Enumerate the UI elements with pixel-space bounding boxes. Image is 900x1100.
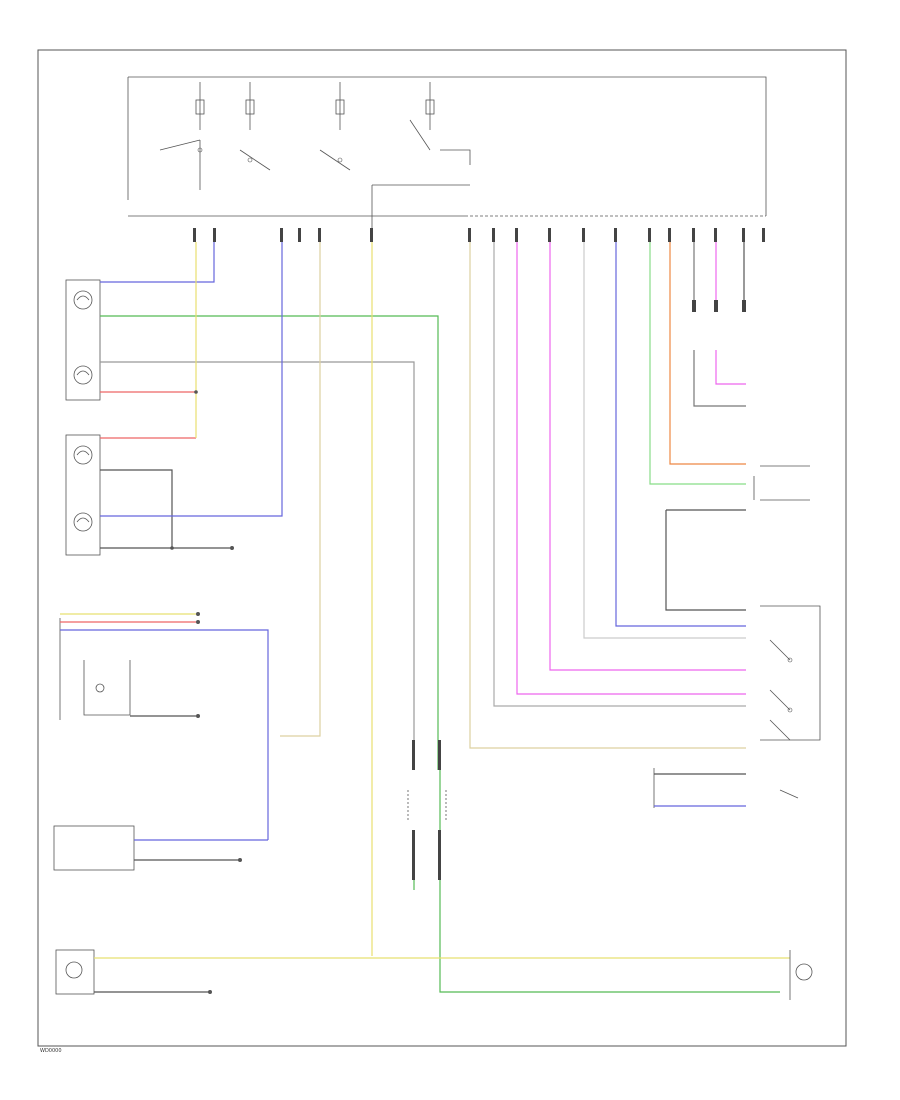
center-junction — [371, 242, 780, 993]
power-distribution-block — [127, 76, 767, 240]
diagram-frame — [37, 49, 847, 1047]
headlamp-switch — [665, 509, 821, 741]
switch-feed-wires — [469, 242, 746, 749]
right-headlamp — [65, 434, 101, 556]
headlamp-wires — [100, 242, 439, 770]
light-sensor-module — [53, 825, 268, 871]
ground-symbols — [196, 546, 242, 994]
park-lamp-switch — [653, 465, 810, 808]
connector-pins-top — [193, 228, 765, 242]
left-front-parklamp — [789, 950, 813, 1000]
dimmer-module — [692, 300, 746, 407]
fuse-group-left — [195, 82, 435, 130]
headlamp-relay-contacts — [159, 119, 471, 190]
left-headlamp — [65, 279, 101, 401]
right-front-parklamp — [55, 949, 790, 995]
diagram-code: WD0000 — [40, 1048, 62, 1054]
daylight-sensor — [59, 242, 321, 840]
